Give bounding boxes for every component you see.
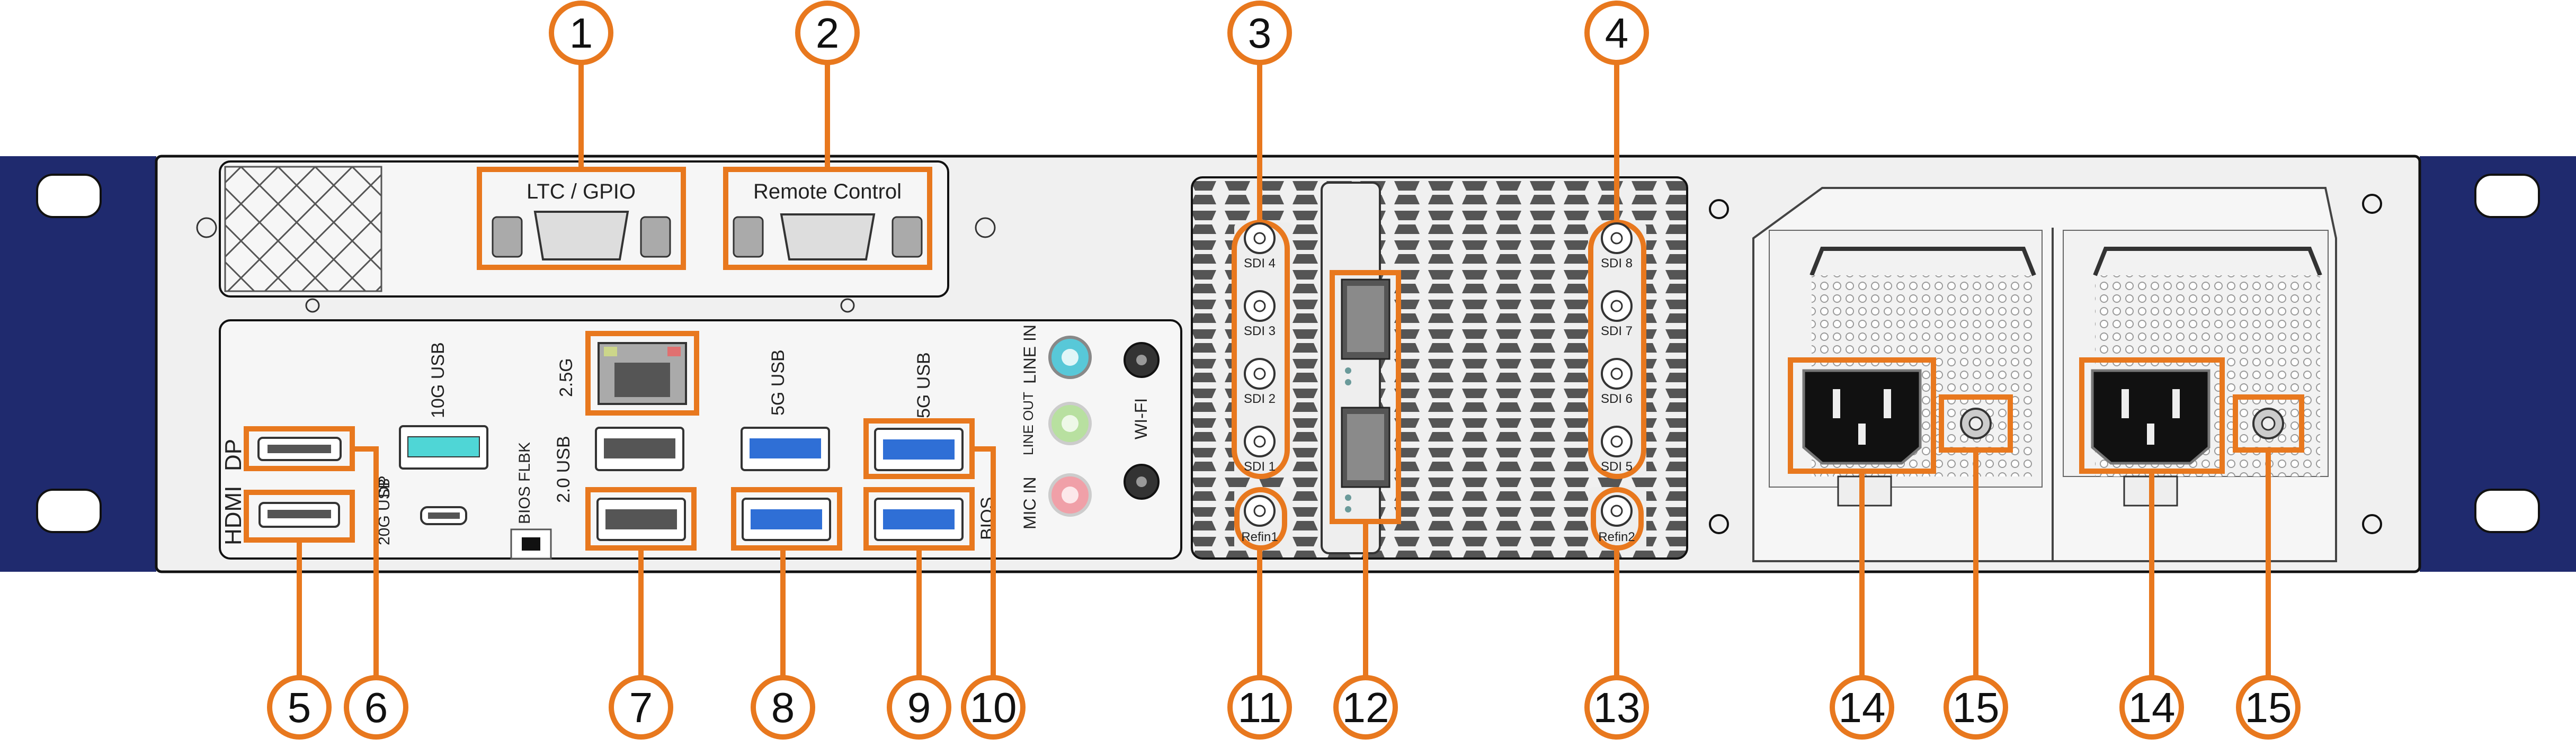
sdi-8-label: SDI 8 — [1601, 256, 1633, 271]
wifi-label: WI-FI — [1131, 398, 1151, 439]
line-out-label: LINE OUT — [1020, 392, 1036, 455]
callout-13-number: 13 — [1593, 684, 1641, 731]
callout-3: 3 — [1227, 1, 1292, 65]
callout-15-psu-2-number: 15 — [2245, 684, 2292, 731]
callout-3-number: 3 — [1248, 10, 1272, 57]
callout-9-number: 9 — [907, 684, 931, 731]
rack-ear-left — [0, 156, 156, 572]
sdi-4-label: SDI 4 — [1244, 256, 1276, 271]
callout-14-psu-1: 14 — [1830, 675, 1894, 740]
ltc-gpio-label: LTC / GPIO — [527, 180, 636, 203]
line-in-label: LINE IN — [1020, 325, 1039, 384]
callout-8-number: 8 — [771, 684, 795, 731]
callout-9: 9 — [887, 675, 951, 740]
net-2-5g-label: 2.5G — [556, 358, 576, 397]
callout-15-psu-1-number: 15 — [1953, 684, 2000, 731]
refin1-label: Refin1 — [1241, 530, 1278, 544]
sdi-2-label: SDI 2 — [1244, 392, 1276, 406]
usb-10g-label: 10G USB — [428, 342, 448, 418]
bios-flbk-button: BIOS FLBK — [510, 442, 552, 560]
usb-2-0-port-top — [595, 427, 684, 471]
hdmi-label: HDMI — [220, 486, 246, 545]
callout-14-psu-2: 14 — [2119, 675, 2184, 740]
callout-11: 11 — [1227, 675, 1292, 740]
usb-5g-a-label: 5G USB — [768, 349, 788, 416]
psu-2 — [2079, 247, 2322, 507]
wifi-antennas: WI-FI — [1124, 342, 1160, 500]
callout-10: 10 — [961, 675, 1026, 740]
callout-6: 6 — [344, 675, 408, 740]
callout-7-number: 7 — [629, 684, 653, 731]
callout-1: 1 — [549, 1, 613, 65]
dp-label: DP — [220, 439, 246, 471]
callout-4: 4 — [1584, 1, 1649, 65]
callout-8: 8 — [751, 675, 815, 740]
chassis-hole — [2362, 194, 2382, 214]
sdi-connectors-left: SDI 4 SDI 3 SDI 2 SDI 1 Refin1 — [1241, 222, 1278, 544]
usb-10g-port: 10G USB — [399, 342, 488, 470]
callout-14-psu-1-number: 14 — [1839, 684, 1886, 731]
rack-ear-right — [2420, 156, 2576, 572]
sdi-3-label: SDI 3 — [1244, 324, 1276, 338]
usb-2-0-label-group: 2.0 USB — [554, 436, 574, 503]
callout-6-number: 6 — [364, 684, 388, 731]
sdi-connectors-right: SDI 8 SDI 7 SDI 6 SDI 5 Refin2 — [1598, 222, 1635, 544]
sdi-6-label: SDI 6 — [1601, 392, 1633, 406]
network-2-5g-port: 2.5G — [556, 331, 699, 416]
usb-5g-b-label: 5G USB — [914, 352, 934, 418]
psu-1 — [1788, 247, 2036, 507]
sdi-5-label: SDI 5 — [1601, 460, 1633, 474]
callout-7: 7 — [609, 675, 673, 740]
callout-5-number: 5 — [288, 684, 311, 731]
callout-15-psu-2: 15 — [2236, 675, 2301, 740]
usb-2-0-port-bottom — [585, 487, 697, 551]
mic-in-label: MIC IN — [1020, 476, 1039, 529]
sdi-card — [1191, 176, 1688, 560]
callout-13: 13 — [1584, 675, 1649, 740]
callout-14-psu-2-number: 14 — [2128, 684, 2176, 731]
audio-jacks: LINE IN LINE OUT MIC IN — [1020, 325, 1092, 529]
remote-control-port: Remote Control — [723, 167, 932, 270]
callout-1-number: 1 — [569, 10, 593, 57]
bios-flbk-label: BIOS FLBK — [516, 442, 533, 524]
callout-12: 12 — [1333, 675, 1398, 740]
callout-5: 5 — [267, 675, 332, 740]
chassis-hole — [2362, 514, 2382, 534]
callout-leaders — [297, 62, 2271, 677]
callout-2-number: 2 — [816, 10, 840, 57]
usb-2-0-label: 2.0 USB — [554, 436, 574, 503]
callout-12-number: 12 — [1342, 684, 1389, 731]
usb-5g-stack-a: 5G USB — [731, 349, 842, 551]
callout-11-number: 11 — [1237, 684, 1281, 731]
callout-4-number: 4 — [1605, 10, 1629, 57]
callout-10-number: 10 — [970, 684, 1017, 731]
chassis-hole — [1709, 514, 1729, 534]
chassis-hole — [1709, 199, 1729, 219]
remote-control-label: Remote Control — [753, 180, 902, 203]
callout-2: 2 — [795, 1, 860, 65]
refin2-label: Refin2 — [1598, 530, 1635, 544]
sdi-7-label: SDI 7 — [1601, 324, 1633, 338]
sdi-1-label: SDI 1 — [1244, 460, 1276, 474]
ltc-gpio-port: LTC / GPIO — [477, 167, 686, 270]
callout-15-psu-1: 15 — [1944, 675, 2008, 740]
